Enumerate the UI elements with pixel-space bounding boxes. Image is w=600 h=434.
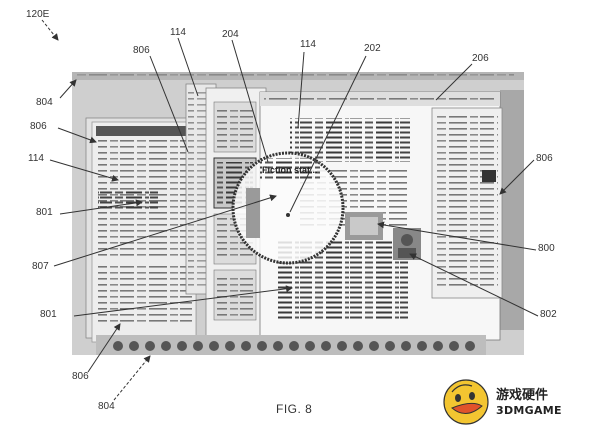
leader-800 <box>377 221 537 251</box>
ref-806-a: 806 <box>133 45 150 56</box>
figure-caption: FIG. 8 <box>276 402 313 416</box>
leader-804-bottom <box>113 355 151 401</box>
leader-202 <box>289 55 367 213</box>
dock <box>96 335 486 355</box>
magnifier-lens <box>231 151 345 265</box>
leader-806-right <box>499 159 535 195</box>
ref-801-a: 801 <box>36 207 53 218</box>
ref-804-top: 804 <box>36 97 53 108</box>
ref-114-left: 114 <box>28 153 44 164</box>
watermark-latin-text: 3DMGAME <box>496 404 562 417</box>
ref-802: 802 <box>540 309 557 320</box>
watermark-chinese-text: 游戏硬件 <box>496 388 549 403</box>
ref-114-a: 114 <box>170 27 186 38</box>
ref-806-right: 806 <box>536 153 553 164</box>
ref-806-bottom: 806 <box>72 371 89 382</box>
leader-806-bottom <box>87 323 121 373</box>
ref-202: 202 <box>364 43 381 54</box>
leader-120e <box>41 19 59 41</box>
ref-801-b: 801 <box>40 309 57 320</box>
leader-806-left <box>57 127 97 144</box>
leader-206 <box>435 63 473 101</box>
leader-114-a <box>177 37 199 97</box>
ref-804-bottom: 804 <box>98 401 115 412</box>
leader-114-left <box>49 159 119 182</box>
leader-lines <box>41 19 539 401</box>
ref-204: 204 <box>222 29 239 40</box>
ref-120e: 120E <box>26 9 50 20</box>
ref-807: 807 <box>32 261 49 272</box>
leader-802 <box>409 253 539 317</box>
inspector-panel <box>431 107 503 299</box>
leader-807 <box>53 194 277 267</box>
leader-801-b <box>73 285 293 317</box>
leader-204 <box>231 39 269 163</box>
leader-806-a <box>149 55 189 153</box>
watermark-mascot-icon <box>443 379 489 425</box>
leader-804-top <box>59 79 77 99</box>
leader-801-a <box>59 199 143 215</box>
ref-806-left: 806 <box>30 121 47 132</box>
left-window-stack <box>85 117 197 343</box>
leader-114-b <box>297 51 305 129</box>
document-heading: Fiction stat... <box>262 165 318 175</box>
ref-800: 800 <box>538 243 555 254</box>
ref-206: 206 <box>472 53 489 64</box>
ref-114-b: 114 <box>300 39 316 50</box>
